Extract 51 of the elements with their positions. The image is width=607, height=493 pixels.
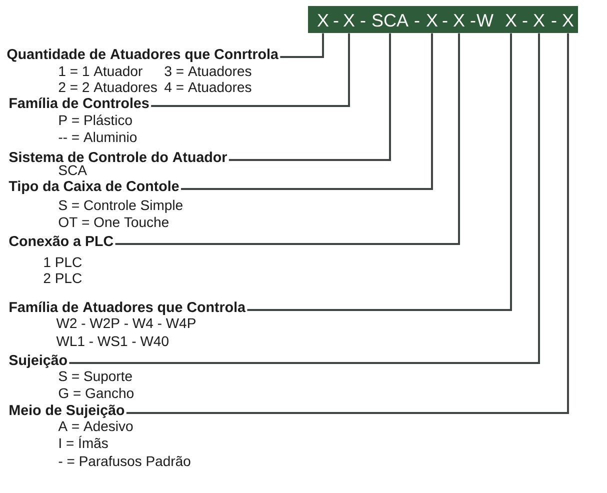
option-text: -- = Aluminio [58, 132, 137, 142]
option-text: P = Plástico [59, 114, 132, 126]
separator-dash: - [552, 21, 556, 22]
leader-line [247, 33, 512, 311]
option-text: A = Adesivo [58, 420, 133, 432]
option-text: SCA [58, 165, 87, 176]
code-text: X [505, 14, 517, 26]
leader-line [280, 33, 324, 58]
heading-text: Meio de Sujeição [10, 404, 124, 418]
option-text: S = Suporte [58, 371, 132, 384]
code-text: X [533, 14, 545, 26]
leader-line [69, 33, 540, 364]
leader-line [180, 33, 433, 190]
option-text: WL1 - WS1 - W40 [56, 336, 168, 346]
code-text: X [562, 14, 574, 26]
code-text: X [426, 14, 438, 26]
option-text: 1 PLC [44, 257, 82, 268]
option-text: 4 = Atuadores [164, 82, 252, 92]
option-text: - = Parafusos Padrão [58, 456, 190, 466]
heading-text: Quantidade de Atuadores que Conrtrola [7, 48, 279, 62]
code-text: X [343, 14, 355, 26]
code-text: X [317, 14, 329, 26]
code-text: SCA [372, 14, 408, 27]
option-text: G = Gancho [58, 388, 134, 398]
heading-text: Conexão a PLC [9, 236, 114, 246]
code-bar [308, 6, 578, 33]
separator-dash: - [470, 21, 476, 22]
code-text: W [476, 14, 494, 26]
option-text: S = Controle Simple [58, 200, 182, 213]
option-text: 1 = 1 Atuador [59, 66, 142, 76]
heading-text: Família de Atuadores que Controla [10, 302, 246, 315]
separator-dash: - [442, 21, 448, 22]
leader-line [151, 33, 350, 107]
separator-dash: - [334, 21, 338, 22]
option-text: OT = One Touche [58, 216, 168, 228]
option-text: W2 - W2P - W4 - W4P [56, 318, 196, 328]
heading-text: Sistema de Controle do Atuador [9, 152, 227, 162]
separator-dash: - [360, 21, 366, 22]
heading-text: Sujeição [9, 354, 67, 368]
separator-dash: - [522, 21, 528, 22]
option-text: 2 = 2 Atuadores [58, 82, 157, 92]
leader-line [228, 33, 391, 161]
option-text: 2 PLC [44, 273, 82, 284]
heading-text: Tipo da Caixa de Contole [8, 180, 179, 194]
option-text: 3 = Atuadores [164, 66, 252, 76]
heading-text: Família de Controles [10, 98, 149, 108]
option-text: I = Ímãs [60, 436, 108, 448]
leader-line [115, 33, 460, 245]
separator-dash: - [414, 21, 420, 22]
leader-line [126, 33, 569, 414]
code-text: X [453, 14, 465, 26]
